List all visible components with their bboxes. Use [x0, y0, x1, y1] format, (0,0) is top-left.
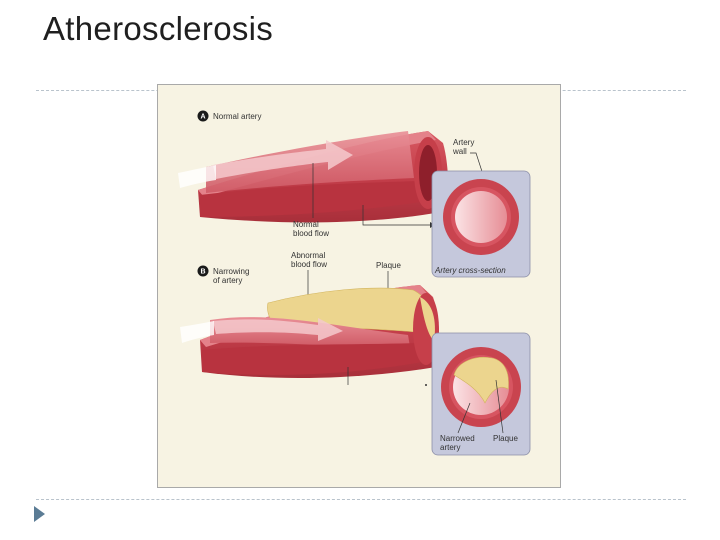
cross-section-a-lumen: [455, 191, 507, 243]
plaque-bottom-leader: [495, 379, 504, 434]
narrowed-artery-label-line2: artery: [440, 443, 460, 452]
narrowed-artery-drawing: [180, 285, 440, 379]
normal-artery-drawing: [178, 131, 449, 223]
cross-section-label: Artery cross-section: [434, 266, 506, 275]
atherosclerosis-illustration: A Normal artery Artery wall Normal blood…: [157, 84, 561, 488]
normal-flow-label-line2: blood flow: [293, 229, 329, 238]
connector-a: [362, 205, 430, 226]
panel-a-badge: [197, 110, 209, 122]
narrowed-artery-leader: [457, 402, 471, 434]
panel-a-badge-letter: A: [200, 114, 205, 121]
normal-artery-lower-wall: [200, 181, 428, 217]
panel-b-badge-letter: B: [200, 269, 205, 276]
illustration-svg: A Normal artery Artery wall Normal blood…: [178, 110, 531, 456]
panel-a-label: Normal artery: [213, 112, 261, 121]
plaque-bottom-label: Plaque: [493, 434, 518, 443]
artery-wall-label-line2: wall: [452, 147, 467, 156]
artery-wall-label-line1: Artery: [453, 138, 474, 147]
slide-title: Atherosclerosis: [43, 10, 274, 47]
bottom-divider: [36, 499, 686, 500]
abnormal-flow-label-line2: blood flow: [291, 260, 327, 269]
normal-artery-inflow-wisp: [178, 165, 216, 188]
abnormal-flow-arrow: [213, 318, 343, 341]
abnormal-flow-label-line1: Abnormal: [291, 251, 325, 260]
plaque-top-label: Plaque: [376, 261, 401, 270]
connector-b-dot: [425, 384, 427, 386]
cross-section-b-plaque: [453, 356, 509, 404]
narrowed-artery-inflow-wisp: [180, 321, 214, 343]
normal-flow-arrow: [213, 140, 353, 179]
narrowed-artery-lower-wall: [202, 343, 428, 375]
narrowed-artery-open-end-plaque: [420, 297, 435, 341]
narrowed-artery-label-line1: Narrowed: [440, 434, 475, 443]
panel-b-label-line1: Narrowing: [213, 267, 249, 276]
panel-b-badge: [197, 265, 209, 277]
panel-b-label-line2: of artery: [213, 276, 242, 285]
normal-flow-label-line1: Normal: [293, 220, 319, 229]
slide-bullet-icon: [34, 506, 45, 522]
